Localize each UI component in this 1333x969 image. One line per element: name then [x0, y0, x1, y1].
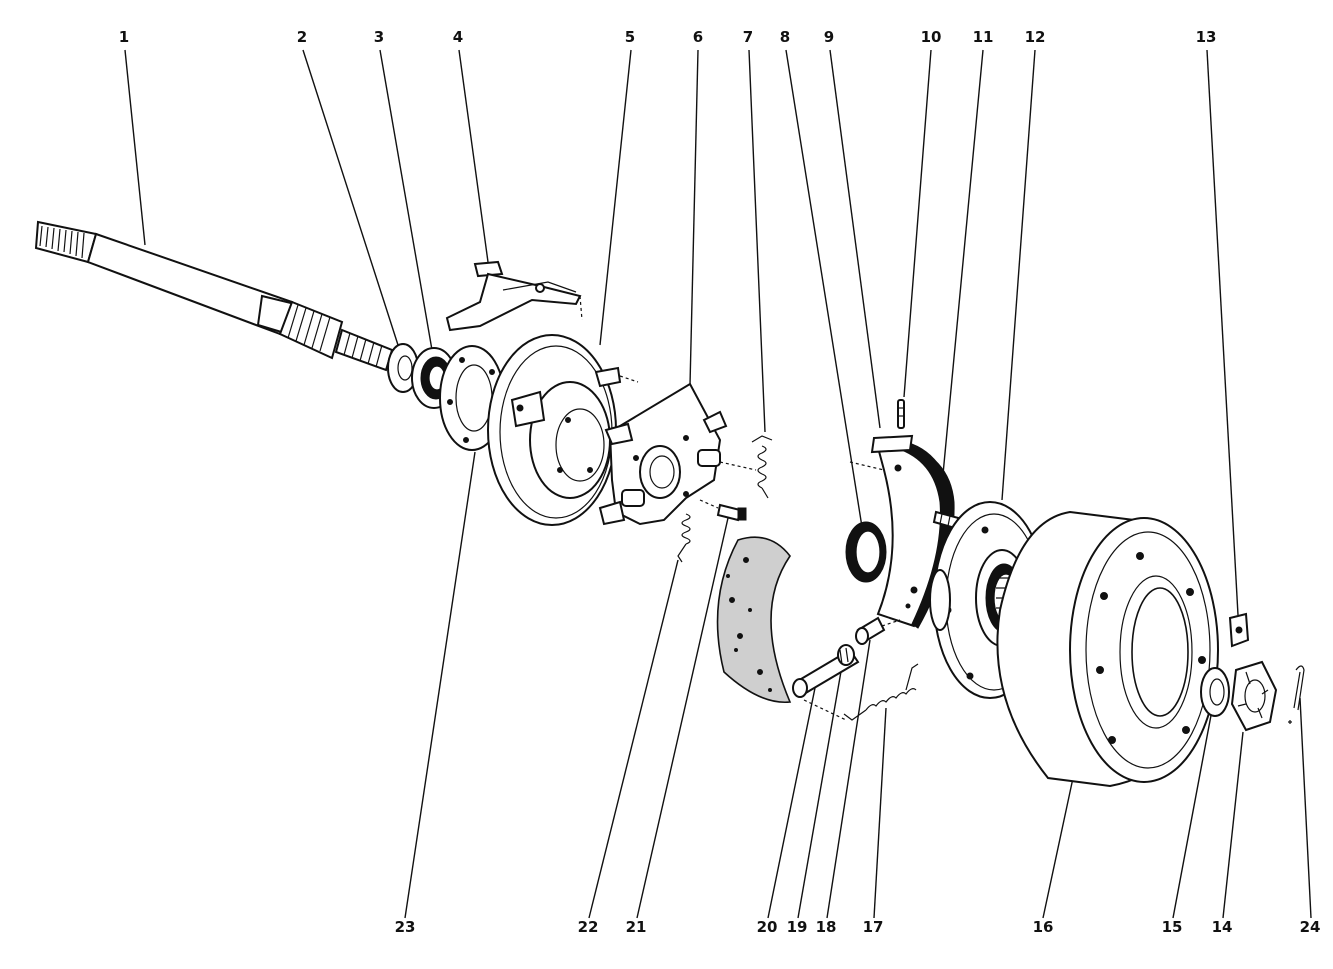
callout-6: 6 — [693, 28, 703, 46]
leader-24 — [1299, 697, 1312, 919]
lock-washer — [1228, 612, 1250, 648]
callout-24: 24 — [1300, 918, 1321, 936]
leader-8 — [785, 49, 863, 528]
leader-23 — [404, 451, 476, 919]
callout-15: 15 — [1162, 918, 1183, 936]
callout-17: 17 — [863, 918, 884, 936]
callout-16: 16 — [1033, 918, 1054, 936]
callout-10: 10 — [921, 28, 942, 46]
return-spring-lower — [677, 513, 691, 563]
return-spring-upper — [719, 435, 773, 499]
callout-18: 18 — [816, 918, 837, 936]
callout-19: 19 — [787, 918, 808, 936]
callout-1: 1 — [119, 28, 129, 46]
axle-shaft — [34, 220, 394, 372]
shoe-anchor-plate — [598, 382, 728, 526]
leader-7 — [748, 49, 766, 433]
leader-4 — [458, 49, 489, 263]
callout-9: 9 — [824, 28, 834, 46]
adjuster-link — [792, 616, 901, 698]
flat-washer — [1200, 667, 1230, 717]
leader-5 — [599, 49, 632, 346]
bottom-callouts: 23 22 21 20 19 18 17 16 15 14 24 — [395, 918, 1321, 936]
leader-18 — [826, 639, 871, 919]
cotter-pin — [1288, 665, 1305, 724]
leader-6 — [689, 49, 699, 386]
leader-9 — [829, 49, 881, 429]
brake-shoe-lining — [716, 536, 792, 704]
brake-drum — [996, 510, 1219, 788]
adjuster-screw — [699, 499, 747, 522]
leader-12 — [1001, 49, 1036, 501]
leader-3 — [379, 49, 433, 351]
callout-7: 7 — [743, 28, 753, 46]
callout-3: 3 — [374, 28, 384, 46]
leader-lines — [124, 49, 1312, 919]
leader-13 — [1206, 49, 1239, 616]
callout-4: 4 — [453, 28, 463, 46]
callout-2: 2 — [297, 28, 307, 46]
callout-5: 5 — [625, 28, 635, 46]
brake-lever-bracket — [445, 260, 583, 332]
callout-11: 11 — [973, 28, 994, 46]
callout-8: 8 — [780, 28, 790, 46]
castle-nut — [1230, 660, 1278, 732]
leader-11 — [941, 49, 984, 486]
callout-12: 12 — [1025, 28, 1046, 46]
leader-20 — [767, 687, 816, 919]
callout-14: 14 — [1212, 918, 1233, 936]
top-callouts: 1 2 3 4 5 6 7 8 9 10 11 12 13 — [119, 28, 1217, 46]
callout-13: 13 — [1196, 28, 1217, 46]
callout-21: 21 — [626, 918, 647, 936]
callout-22: 22 — [578, 918, 599, 936]
leader-19 — [797, 659, 844, 919]
leader-2 — [302, 49, 399, 346]
leader-1 — [124, 49, 146, 246]
callout-20: 20 — [757, 918, 778, 936]
retaining-pin — [897, 399, 905, 429]
oil-seal-ring — [845, 521, 887, 583]
callout-23: 23 — [395, 918, 416, 936]
leader-17 — [873, 707, 887, 919]
brake-backing-plate — [487, 334, 639, 526]
leader-22 — [588, 559, 679, 919]
leader-10 — [903, 49, 932, 398]
leader-16 — [1042, 777, 1074, 919]
leader-15 — [1172, 709, 1213, 919]
adjuster-spring — [803, 663, 919, 721]
leader-21 — [636, 517, 729, 919]
leader-14 — [1222, 731, 1244, 919]
